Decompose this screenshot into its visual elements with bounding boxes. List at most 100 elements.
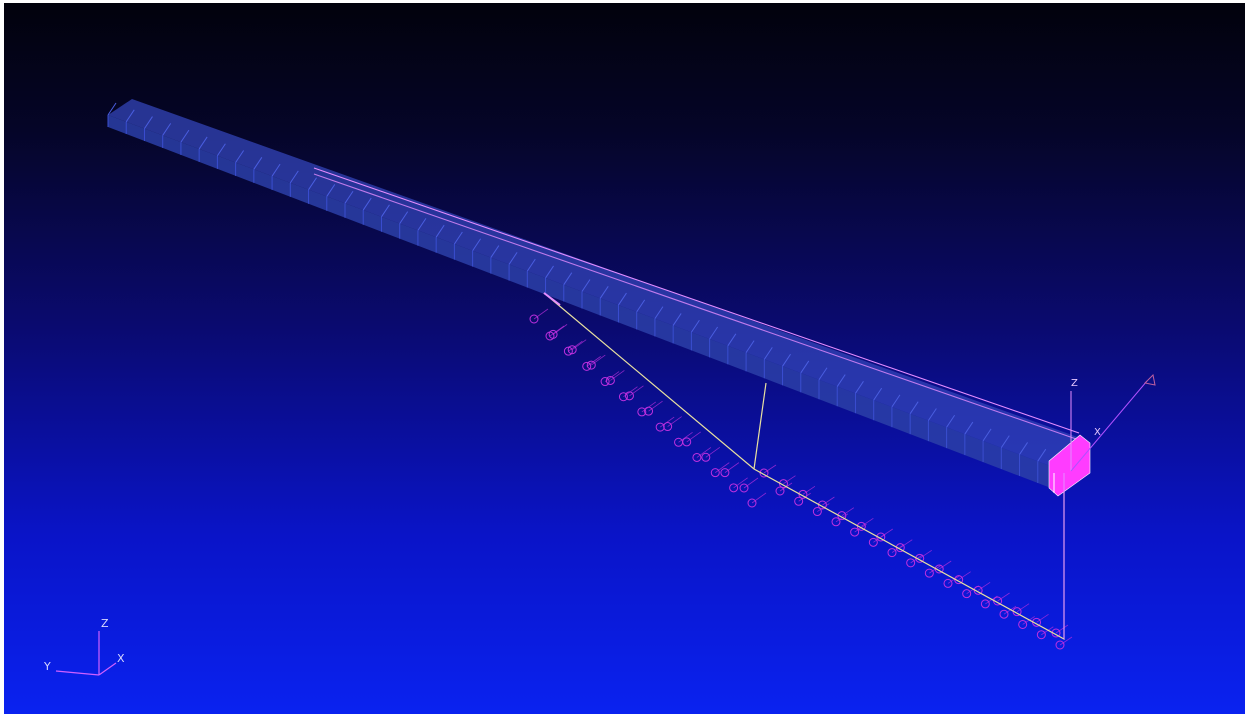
- node-marker: [962, 589, 972, 599]
- node-link: [985, 595, 998, 605]
- node-link: [861, 518, 874, 527]
- node-marker: [663, 422, 673, 432]
- node-link: [1036, 614, 1049, 623]
- beam-element-edge: [873, 387, 883, 401]
- node-marker: [778, 479, 788, 489]
- node-link: [678, 431, 693, 443]
- node-link: [610, 370, 625, 381]
- node-link: [802, 486, 816, 495]
- node-link: [659, 416, 675, 428]
- node-link: [938, 560, 952, 570]
- end-block[interactable]: [1048, 434, 1091, 497]
- node-marker: [618, 392, 628, 402]
- node-link: [1016, 603, 1030, 612]
- beam-element-edge: [581, 279, 591, 292]
- node-link: [1003, 605, 1017, 615]
- beam-element-edge: [453, 231, 463, 245]
- node-link: [568, 340, 583, 352]
- node-link: [667, 416, 682, 427]
- node-link: [724, 462, 740, 473]
- beam-rails: [313, 167, 1080, 441]
- node-marker: [1036, 630, 1046, 640]
- beam-element-edge: [909, 401, 919, 414]
- node-link: [623, 386, 638, 398]
- beam-element-edge: [399, 211, 409, 224]
- beam-element-edge: [545, 265, 554, 279]
- node-link: [763, 464, 777, 474]
- node-marker: [831, 517, 841, 527]
- beam-element-edge: [964, 421, 974, 435]
- beam-element-edge: [782, 353, 791, 367]
- node-link: [648, 400, 663, 412]
- node-marker: [729, 483, 739, 493]
- beam-mesh[interactable]: [107, 99, 1086, 490]
- local-axis-z-label: Z: [1071, 378, 1078, 389]
- node-marker: [563, 346, 573, 356]
- beam-element-edge: [745, 340, 755, 353]
- node-marker: [582, 361, 592, 371]
- beam-element-edge: [490, 245, 500, 258]
- beam-element-edge: [381, 204, 390, 218]
- local-axis-x-label: X: [1094, 427, 1101, 438]
- beam-element-edge: [727, 333, 737, 347]
- node-link: [1059, 636, 1073, 646]
- node-link: [686, 431, 701, 443]
- node-marker: [850, 527, 860, 537]
- beam-element-edge: [162, 123, 172, 136]
- node-marker: [655, 422, 665, 432]
- beam-element-edge: [417, 218, 427, 231]
- node-marker: [906, 558, 916, 568]
- beam-element-edge: [763, 347, 773, 360]
- node-link: [641, 401, 657, 413]
- node-link: [958, 571, 971, 580]
- node-marker: [692, 452, 702, 462]
- node-link: [733, 477, 748, 489]
- node-marker: [943, 578, 953, 588]
- node-link: [822, 496, 835, 506]
- local-axes-icon: Z X: [1063, 373, 1156, 639]
- graphics-viewport[interactable]: Z X Z Y X: [4, 3, 1245, 714]
- node-marker: [887, 548, 897, 558]
- node-link: [1041, 626, 1054, 636]
- node-marker: [567, 345, 577, 355]
- node-link: [900, 539, 913, 548]
- beam-element-edge: [144, 116, 153, 129]
- triad-y-label: Y: [43, 660, 51, 673]
- triad-z-label: Z: [101, 617, 109, 630]
- node-link: [966, 585, 979, 594]
- beam-element-edge: [1000, 435, 1010, 448]
- node-marker: [1018, 619, 1028, 629]
- node-link: [997, 592, 1010, 602]
- beam-element-edge: [271, 163, 281, 177]
- beam-element-edge: [216, 143, 226, 157]
- node-marker: [674, 437, 684, 447]
- beam-element-edge: [818, 367, 828, 381]
- beam-element-edge: [836, 374, 846, 387]
- beam-element-edge: [435, 224, 445, 238]
- node-marker: [545, 331, 555, 341]
- node-link: [629, 385, 644, 397]
- node-marker: [924, 568, 934, 578]
- beam-element-edge: [690, 319, 700, 333]
- node-marker: [812, 507, 822, 517]
- beam-element-edge: [198, 136, 208, 150]
- beam-element-edge: [1019, 442, 1028, 455]
- beam-element-edge: [709, 326, 719, 340]
- node-marker: [739, 483, 749, 493]
- triad-x-label: X: [117, 652, 125, 665]
- beam-element-edge: [946, 414, 956, 428]
- beam-element-edge: [253, 157, 263, 170]
- node-marker: [586, 360, 596, 370]
- beam-element-edge: [235, 150, 245, 163]
- beam-element-edge: [344, 190, 354, 204]
- node-link: [604, 371, 620, 382]
- beam-element-edge: [982, 428, 992, 442]
- model-scene[interactable]: Z X Z Y X: [4, 3, 1245, 714]
- node-marker: [794, 496, 804, 506]
- beam-element-edge: [125, 109, 135, 123]
- node-link: [751, 492, 767, 504]
- beam-element-edge: [526, 258, 536, 272]
- beam-element-edge: [180, 129, 190, 143]
- node-marker: [775, 486, 785, 496]
- node-link: [586, 356, 601, 367]
